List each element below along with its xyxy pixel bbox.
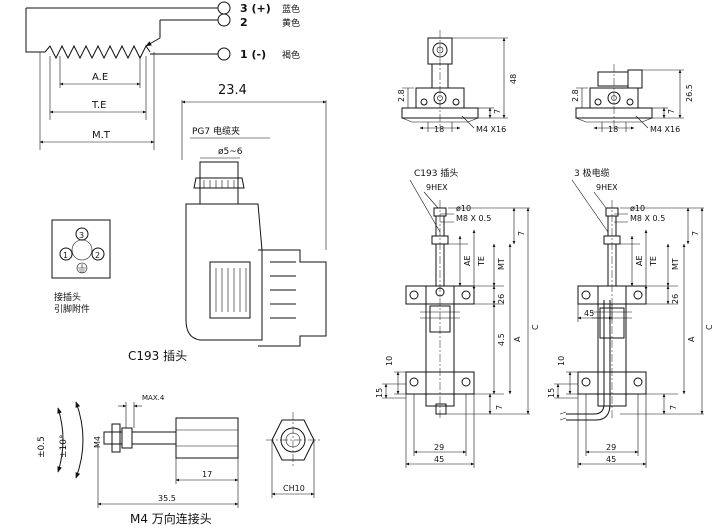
svr-d26: 26 [671,294,680,304]
thread-label: M4 [93,436,102,448]
pin-label-line1: 接插头 [54,291,81,303]
svr-title: 3 极电缆 [574,167,610,179]
ground-icon [76,262,88,274]
svr-d45: 45 [606,455,616,464]
svl-c: C [531,324,540,330]
svr-hex: 9HEX [596,183,618,192]
svl-d10: 10 [385,356,394,366]
pin-3-label: 3 [79,231,84,240]
cable-dia-label: ø5~6 [218,147,243,157]
pin-label-line2: 引脚附件 [54,303,90,315]
svr-d7b: 7 [669,405,678,410]
svr-d10: 10 [557,356,566,366]
svl-title: C193 插头 [414,167,458,179]
terminal-1-color: 褐色 [282,49,300,61]
svl-d45a: 4.5 [497,333,506,346]
side-view-right: 3 极电缆 9HEX ø10 M8 X 0.5 7 AE TE MT [547,167,714,468]
svl-d7: 7 [517,231,526,236]
terminal-1-circle [217,47,231,61]
terminal-1-label: 1 (-) [240,48,266,61]
svl-a: A [513,336,522,342]
svl-hex: 9HEX [426,183,448,192]
mt-label: M.T [92,130,111,141]
len-17-label: 17 [202,470,212,479]
svr-a: A [687,336,696,342]
joint-title: M4 万向连接头 [130,511,212,526]
c193-connector-drawing: 23.4 PG7 电缆夹 ø5~6 C193 插头 [128,83,327,363]
terminal-2-label: 2 [240,16,248,29]
svl-te: TE [477,256,486,267]
svl-d7b: 7 [495,405,504,410]
tvl-d7: 7 [493,109,502,114]
terminal-3-color: 蓝色 [282,3,300,15]
te-label: T.E [91,100,106,111]
m4-joint-drawing: ±0.5 ±10° M4 MAX.4 17 35.5 CH10 M4 万向连接头 [37,394,320,526]
svl-d15: 15 [375,388,384,398]
len-total-label: 35.5 [158,494,176,503]
wiring-diagram: A.E T.E M.T 3 (+) 蓝色 2 黄色 1 (-) 褐色 [25,1,300,150]
tvr-d7: 7 [667,109,676,114]
connector-title: C193 插头 [128,349,187,363]
tvl-d28: 2.8 [397,89,406,102]
svr-d15: 15 [547,388,556,398]
svl-thread: M8 X 0.5 [456,214,491,223]
angle-label: ±10° [59,435,69,459]
svr-thread: M8 X 0.5 [630,214,665,223]
svr-ae: AE [635,255,644,266]
terminal-2-color: 黄色 [282,17,300,29]
tvr-d18: 18 [608,125,618,134]
ae-label: A.E [92,72,108,83]
hex-label: CH10 [283,484,305,493]
tilt-label: ±0.5 [37,436,47,458]
tvl-d48: 48 [509,74,518,84]
svr-c: C [705,324,714,330]
terminal-3-circle [217,1,231,15]
svr-d29: 29 [606,443,616,452]
pin-2-label: 2 [95,251,100,260]
tvl-d18: 18 [434,125,444,134]
max-label: MAX.4 [142,394,165,402]
svl-rod: ø10 [456,204,471,213]
svl-d45: 45 [434,455,444,464]
svl-d29: 29 [434,443,444,452]
cable-clamp-label: PG7 电缆夹 [192,125,240,137]
tvr-d265: 26.5 [685,84,694,102]
svl-mt: MT [497,258,506,270]
tvl-bolt: M4 X16 [476,125,506,134]
svl-ae: AE [463,255,472,266]
tvr-bolt: M4 X16 [650,125,680,134]
terminal-3-label: 3 (+) [240,2,271,15]
side-view-left: C193 插头 9HEX ø10 M8 X 0.5 7 AE TE [375,167,540,468]
svl-d26: 26 [497,294,506,304]
terminal-2-circle [217,13,231,27]
svr-te: TE [649,256,658,267]
top-view-left: 2.8 48 7 18 M4 X16 [397,30,518,134]
svr-rod: ø10 [630,204,645,213]
connector-top-dim: 23.4 [218,83,247,98]
svr-mt: MT [671,258,680,270]
svr-d7: 7 [691,231,700,236]
pin-1-label: 1 [63,251,68,260]
svr-d45s: 45 [584,309,594,318]
pin-layout: 3 1 2 接插头 引脚附件 [51,219,111,315]
tvr-d28: 2.8 [571,89,580,102]
top-view-right: 2.8 26.5 7 18 M4 X16 [571,64,694,134]
